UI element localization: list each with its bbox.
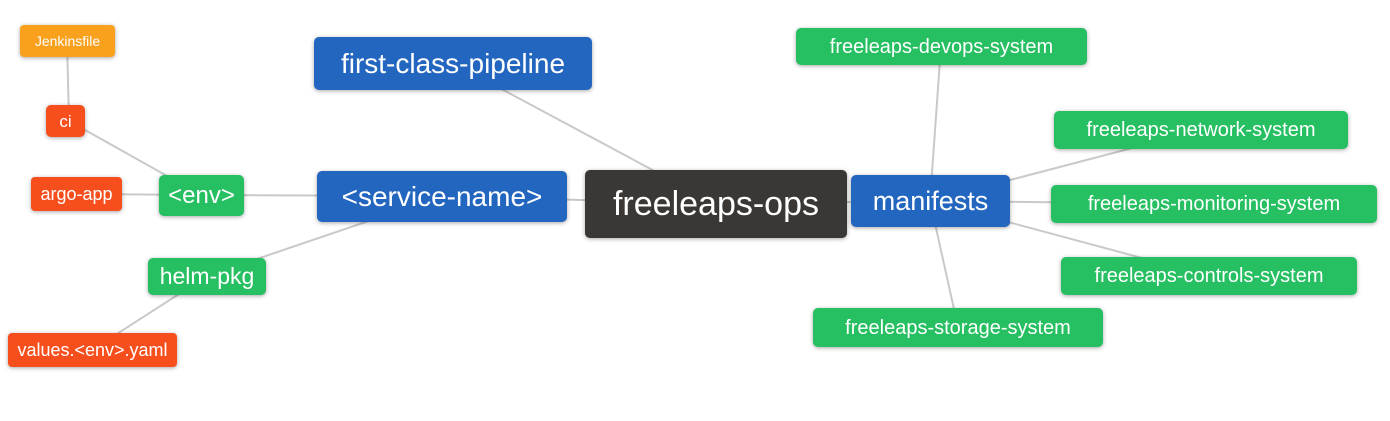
node-helm-pkg[interactable]: helm-pkg — [148, 258, 266, 295]
node-argo-app[interactable]: argo-app — [31, 177, 122, 211]
node-jenkinsfile[interactable]: Jenkinsfile — [20, 25, 115, 57]
node-freeleaps-monitoring-system[interactable]: freeleaps-monitoring-system — [1051, 185, 1377, 223]
node-ci[interactable]: ci — [46, 105, 85, 137]
node-values-env-yaml[interactable]: values.<env>.yaml — [8, 333, 177, 367]
node-service-name[interactable]: <service-name> — [317, 171, 567, 222]
node-freeleaps-network-system[interactable]: freeleaps-network-system — [1054, 111, 1348, 149]
node-freeleaps-storage-system[interactable]: freeleaps-storage-system — [813, 308, 1103, 347]
node-env[interactable]: <env> — [159, 175, 244, 216]
node-freeleaps-devops-system[interactable]: freeleaps-devops-system — [796, 28, 1087, 65]
node-first-class-pipeline[interactable]: first-class-pipeline — [314, 37, 592, 90]
node-freeleaps-ops-root[interactable]: freeleaps-ops — [585, 170, 847, 238]
node-freeleaps-controls-system[interactable]: freeleaps-controls-system — [1061, 257, 1357, 295]
node-manifests[interactable]: manifests — [851, 175, 1010, 227]
